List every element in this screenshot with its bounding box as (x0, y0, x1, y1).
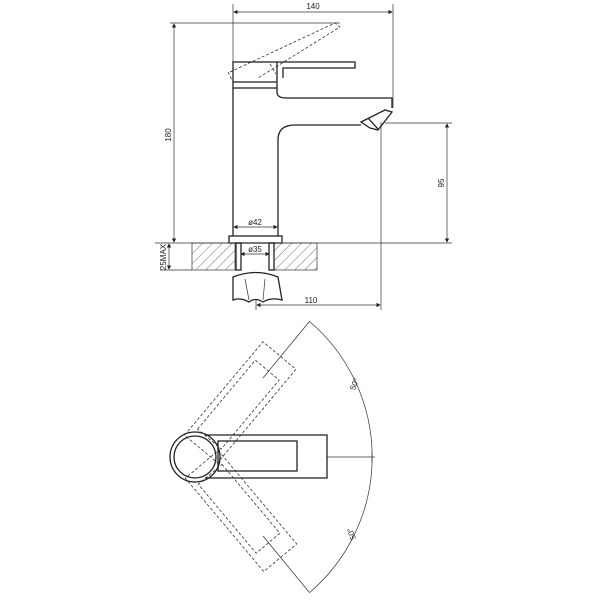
handle-rotated-down (184, 449, 298, 573)
spout-top (276, 88, 393, 108)
hole-diameter-label: ø35 (248, 245, 262, 254)
fixing-nut (232, 271, 283, 303)
width-label: 140 (306, 2, 320, 11)
lower-angle-label: 50° (345, 527, 358, 541)
lower-limit-line (262, 535, 310, 593)
shank-left (235, 242, 242, 271)
base-collar (228, 235, 283, 244)
raised-lever-outline (227, 63, 277, 83)
handle-top (205, 434, 328, 479)
upper-limit-line (262, 321, 310, 379)
body-outer-circle (169, 431, 221, 483)
height-label: 180 (164, 128, 173, 142)
lever (277, 61, 356, 78)
body-diameter-label: ø42 (248, 218, 262, 227)
countertop-section-left (191, 242, 236, 271)
top-view: 50° 50° (169, 320, 375, 594)
aerator-line (367, 117, 379, 130)
nut-lines (244, 278, 266, 301)
shank-right (268, 242, 275, 271)
counter-thickness-label: 25MAX (159, 243, 168, 270)
body-inner-circle (173, 435, 217, 479)
side-view: 140 180 ø42 ø35 25MAX (155, 2, 452, 310)
cartridge-collar (232, 61, 278, 89)
handle-slot (217, 440, 298, 472)
handle-rotated-up (184, 341, 297, 464)
spout-height-label: 95 (437, 178, 446, 187)
spout-bottom (277, 124, 361, 236)
countertop-section-right (273, 242, 318, 271)
raised-lever-outline (229, 22, 341, 79)
aerator (359, 109, 394, 131)
upper-angle-label: 50° (348, 377, 361, 391)
spout-reach-label: 110 (305, 296, 318, 305)
